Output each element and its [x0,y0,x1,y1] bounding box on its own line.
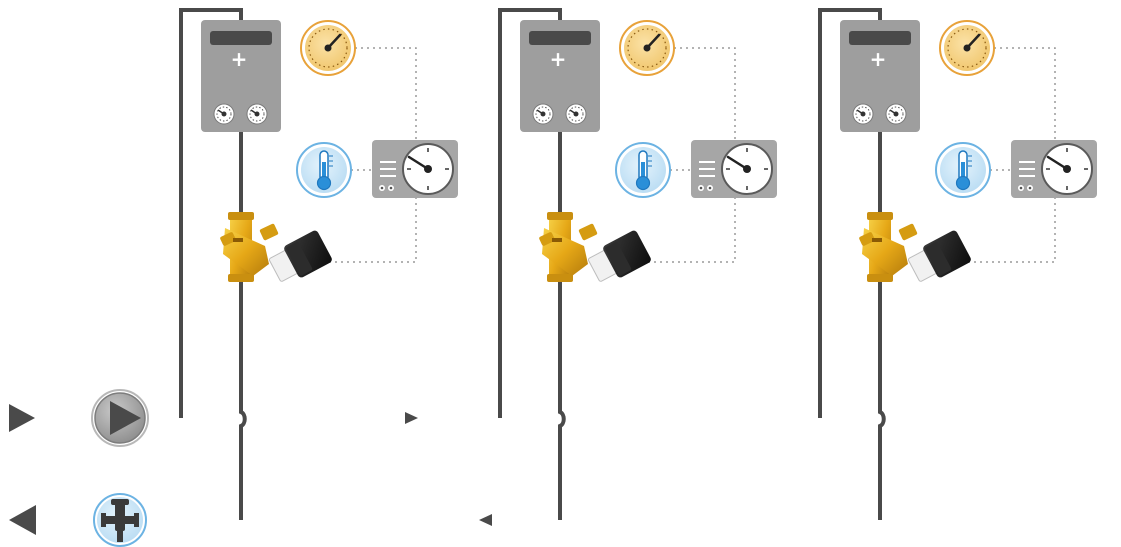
supply-flow-arrow-icon [405,412,418,424]
supply-inlet-arrow-icon [9,404,35,432]
balancing-valve-icon [93,493,147,547]
zone-1-branch [179,8,460,522]
return-outlet-arrow-icon [9,505,36,535]
circulation-pump-icon [91,389,149,447]
zone-2-branch [498,8,779,522]
zone-3-branch [818,8,1099,522]
return-flow-arrow-icon [479,514,492,526]
